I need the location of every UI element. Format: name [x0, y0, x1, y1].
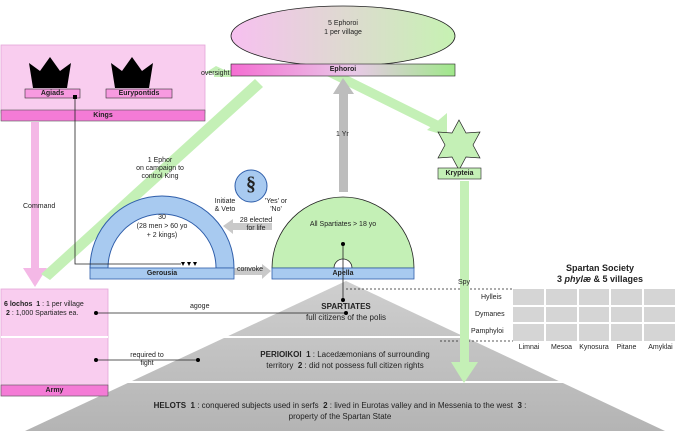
ephor-note-1: 1 Ephor	[147, 157, 173, 164]
phyle-dymanes: Dymanes	[475, 311, 505, 318]
gerousia-label-bar	[89, 267, 235, 280]
army-label: Army	[45, 387, 64, 394]
agoge-label: agoge	[190, 303, 210, 310]
perioikoi-line-2: territory 2 : did not possess full citiz…	[266, 361, 424, 370]
agiads-label-box	[24, 88, 81, 99]
yes-no-2: 'No'	[270, 206, 282, 213]
society-grid	[513, 289, 675, 341]
initiate-veto-2: & Veto	[214, 206, 236, 213]
law-circle	[234, 169, 268, 203]
oversight-arrow	[205, 66, 233, 77]
oversight-label: oversight	[201, 70, 230, 77]
elected-arrow	[223, 219, 272, 234]
eurypontids-label: Eurypontids	[118, 90, 160, 97]
spy-arrow	[451, 181, 478, 383]
village-amyklai: Amyklai	[648, 344, 673, 351]
required-2: fight	[140, 360, 154, 367]
agiads-label: Agiads	[40, 90, 65, 97]
apella-label: Apella	[332, 270, 354, 277]
ephor-note-3: control King	[141, 173, 179, 180]
elected-1: 28 elected	[239, 217, 273, 224]
required-1: required to	[130, 352, 164, 359]
army-line-1: 6 lochos 1 : 1 per village	[4, 301, 84, 308]
gerousia-line-3: + 2 kings)	[146, 232, 178, 239]
crown-agiads-icon	[29, 57, 71, 88]
village-kynosura: Kynosura	[579, 344, 609, 351]
perioikoi-line-1: PERIOIKOI 1 : Lacedæmonians of surroundi…	[260, 350, 430, 359]
apella-to-ephoroi-arrow	[333, 78, 354, 192]
class-pyramid	[25, 281, 665, 431]
law-symbol: §	[246, 173, 256, 195]
ephoroi-count: 5 Ephoroi	[328, 20, 358, 27]
apella-members: All Spartiates > 18 yo	[309, 221, 377, 228]
yes-no-1: 'Yes' or	[264, 198, 288, 205]
gerousia-kings-marker	[181, 262, 185, 266]
apella-dome	[271, 196, 415, 269]
connector-lines	[74, 97, 346, 361]
gerousia-label: Gerousia	[146, 270, 178, 277]
krypteia-label: Krypteia	[445, 170, 474, 177]
society-title-2: 3 phylæ & 5 villages	[556, 274, 644, 284]
helots-line-1: HELOTS 1 : conquered subjects used in se…	[153, 401, 527, 410]
spy-label: Spy	[458, 279, 471, 286]
ephor-campaign-arrow	[41, 79, 263, 280]
village-mesoa: Mesoa	[550, 344, 572, 351]
convoke-arrow	[234, 264, 271, 279]
spartiates-title: SPARTIATES	[321, 302, 371, 311]
ephoroi-per-village: 1 per village	[324, 29, 362, 36]
society-title-1: Spartan Society	[565, 263, 635, 273]
kings-label: Kings	[93, 112, 113, 119]
connector-dots	[73, 95, 348, 362]
army-line-2: 2 : 1,000 Spartiates ea.	[5, 310, 79, 317]
phyle-hylleis: Hylleis	[481, 294, 502, 301]
convoke-label: convoke	[237, 266, 264, 273]
gerousia-line-2: (28 men > 60 yo	[136, 223, 188, 230]
village-pitane: Pitane	[616, 344, 637, 351]
elected-2: for life	[246, 225, 266, 232]
kings-label-bar	[0, 109, 206, 122]
ephoroi-label: Ephoroi	[329, 66, 357, 73]
phyle-pamphyloi: Pamphyloi	[471, 328, 504, 335]
initiate-veto-1: Initiate	[214, 198, 236, 205]
command-arrow	[23, 122, 47, 287]
command-label: Command	[23, 203, 56, 210]
army-label-bar	[0, 384, 109, 397]
spartiates-sub: full citizens of the polis	[305, 313, 387, 322]
helots-line-2: property of the Spartan State	[288, 412, 392, 421]
gerousia-line-1: 30	[158, 214, 166, 221]
apella-term: 1 Yr	[336, 131, 349, 138]
eurypontids-label-box	[105, 88, 173, 99]
ephor-note-2: on campaign to	[136, 165, 184, 172]
ephoroi-label-bar	[230, 63, 456, 77]
army-box	[0, 288, 109, 397]
village-limnai: Limnai	[518, 344, 540, 351]
crown-eurypontids-icon	[111, 57, 153, 88]
gerousia-inner-arc	[107, 213, 217, 269]
krypteia-arrow	[327, 70, 447, 136]
krypteia-label-box	[437, 167, 482, 180]
